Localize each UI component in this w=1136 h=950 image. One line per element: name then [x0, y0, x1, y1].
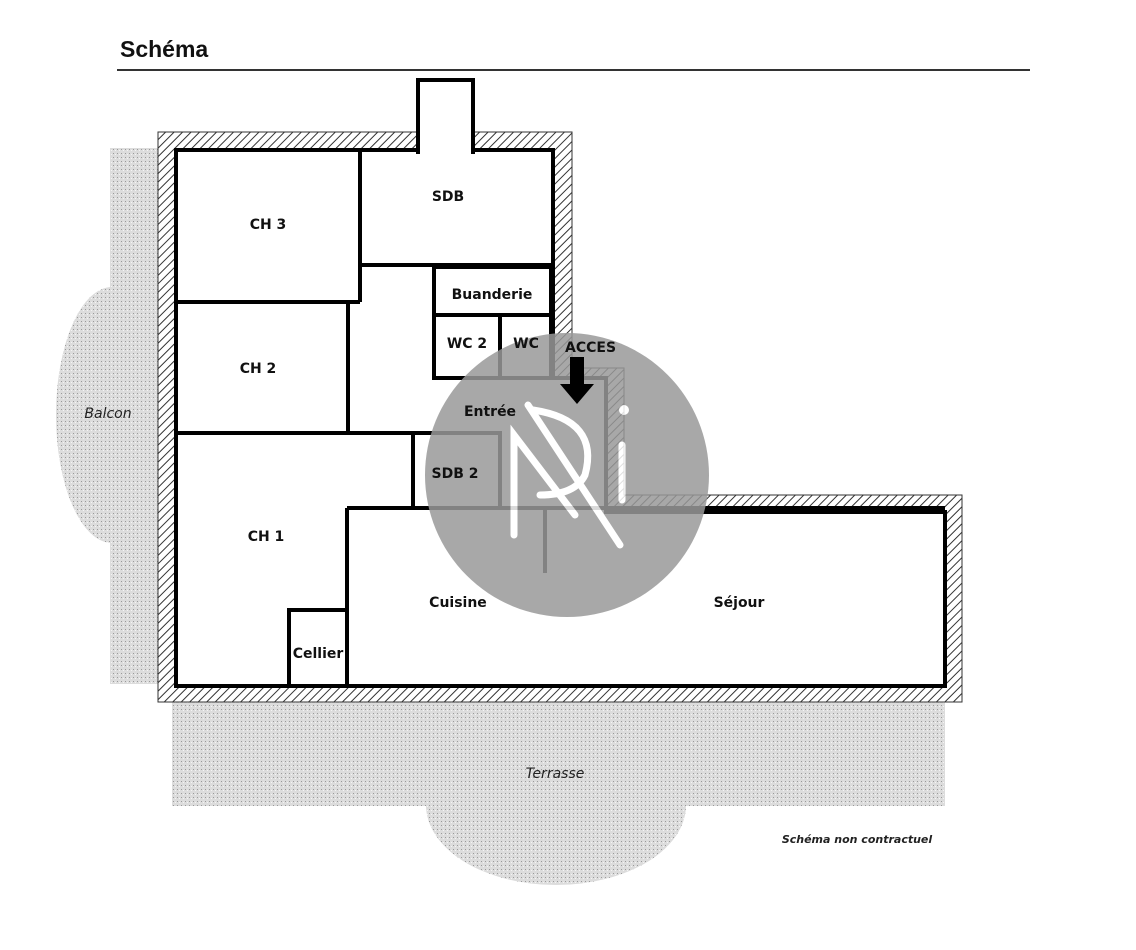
balcony-label: Balcon — [84, 406, 131, 422]
access-label: ACCES — [565, 340, 616, 356]
room-label-sdb: SDB — [432, 189, 464, 205]
terrace-label: Terrasse — [526, 766, 585, 782]
room-label-cuisine: Cuisine — [429, 595, 487, 611]
disclaimer: Schéma non contractuel — [782, 833, 933, 846]
terrace — [172, 698, 945, 885]
room-label-sdb2: SDB 2 — [432, 466, 479, 482]
title-divider — [117, 69, 1030, 71]
room-label-wc: WC — [513, 336, 539, 352]
room-label-ch1: CH 1 — [248, 529, 285, 545]
balcony — [56, 148, 168, 684]
page-title: Schéma — [120, 36, 209, 62]
room-label-sejour: Séjour — [714, 595, 765, 611]
watermark-logo — [425, 333, 709, 617]
room-label-buanderie: Buanderie — [452, 287, 533, 303]
room-label-ch3: CH 3 — [250, 217, 287, 233]
access-arrow-icon — [560, 357, 594, 404]
room-label-cellier: Cellier — [293, 646, 344, 662]
room-label-entree: Entrée — [464, 404, 516, 420]
room-label-wc2: WC 2 — [447, 336, 487, 352]
room-label-ch2: CH 2 — [240, 361, 277, 377]
